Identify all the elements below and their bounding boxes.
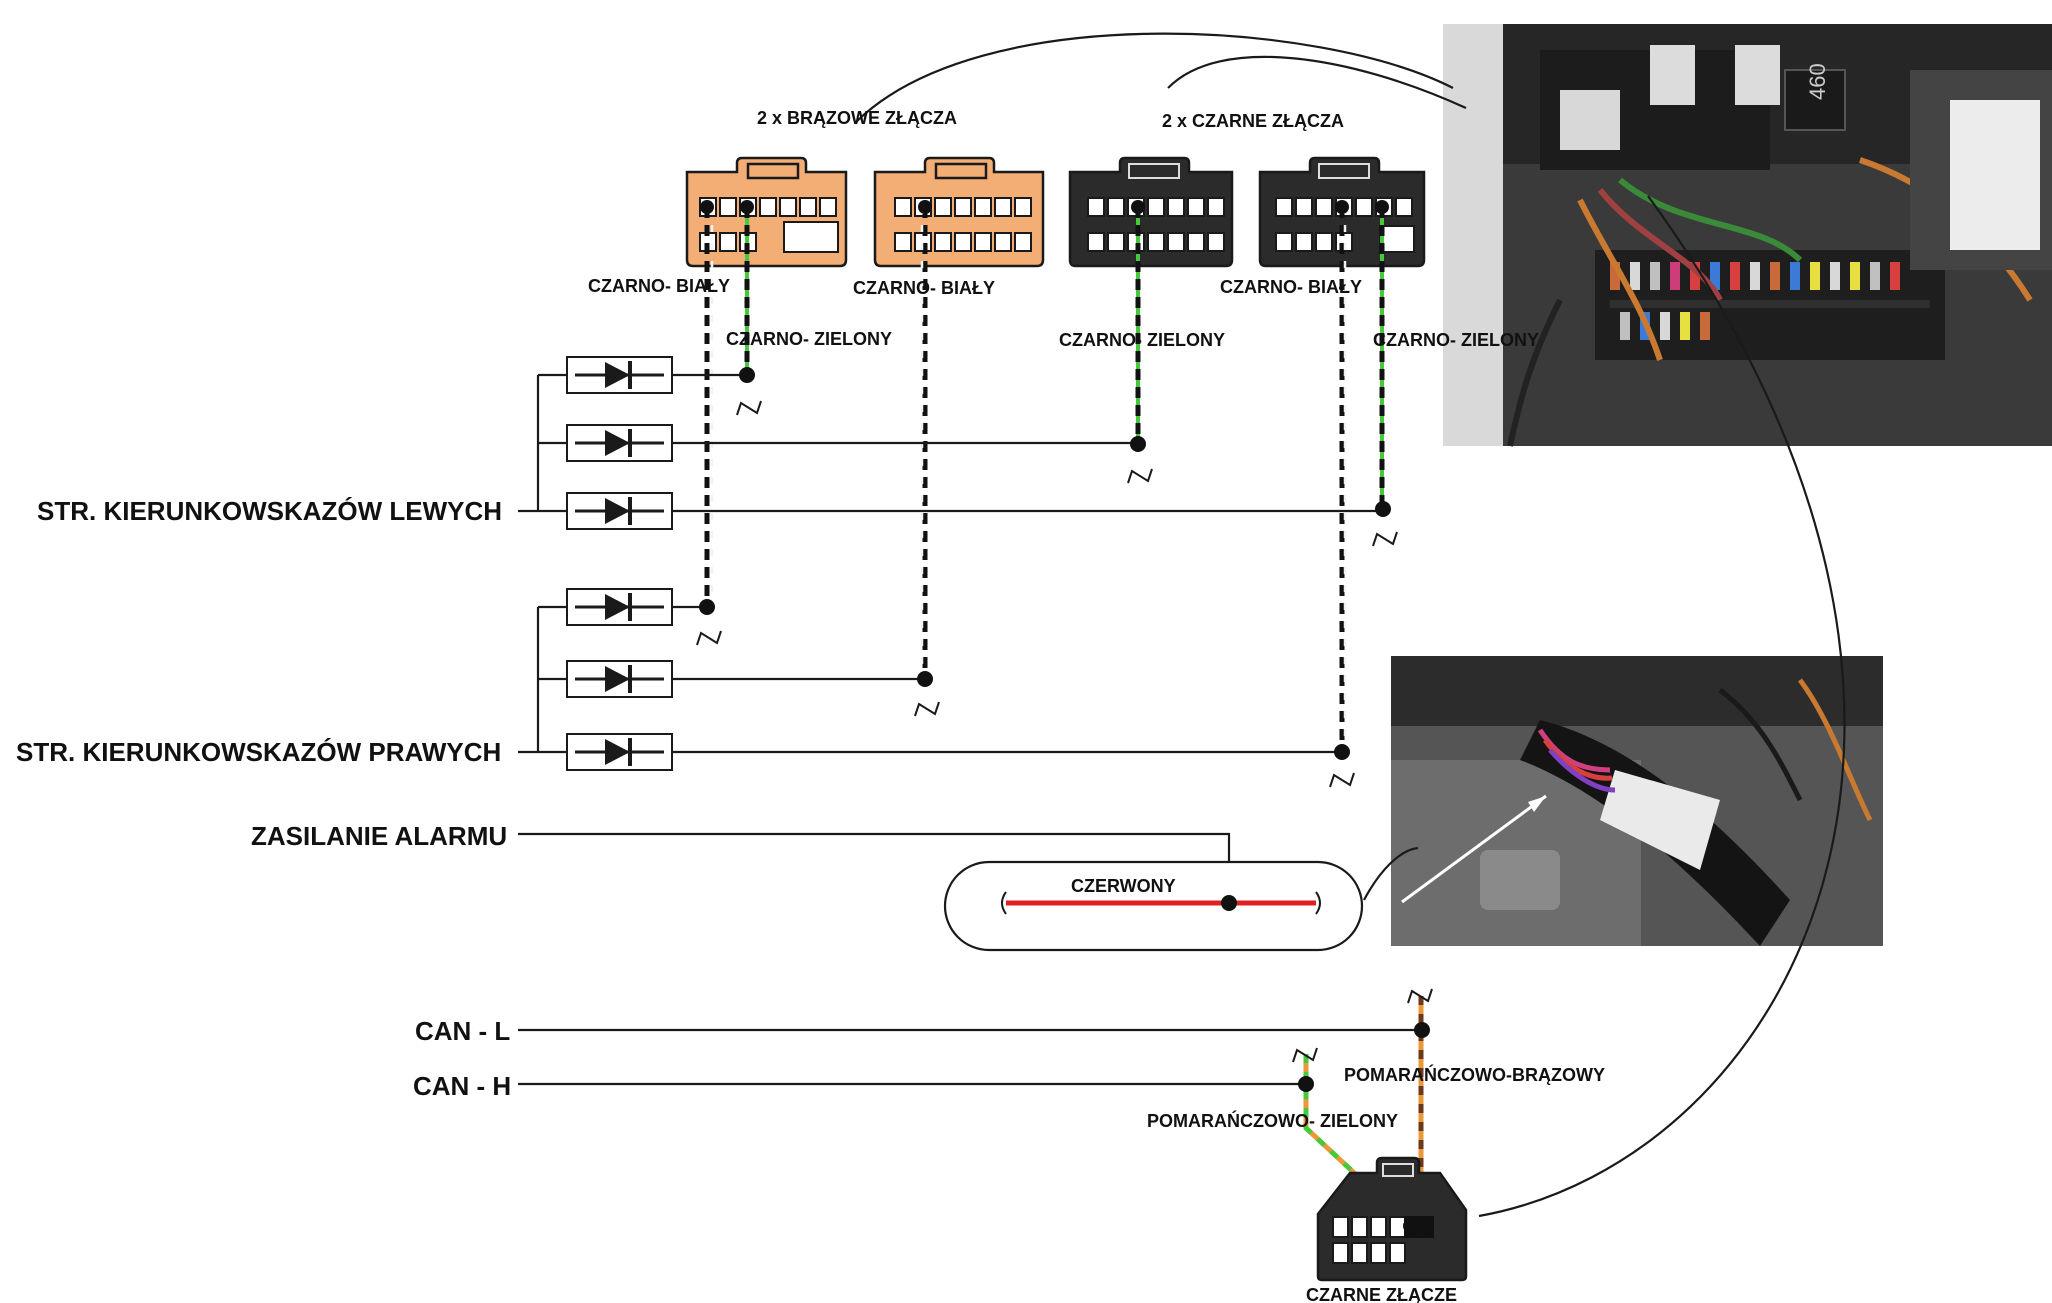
bottom-black-connector [1316, 1156, 1468, 1282]
diode-left-1 [566, 356, 673, 394]
wire-label-can-h: POMARAŃCZOWO- ZIELONY [1147, 1110, 1398, 1131]
wiring-harness-photo [1391, 656, 1883, 946]
wire-label-b1-green: CZARNO- ZIELONY [726, 329, 892, 349]
right-turn-branches [672, 605, 1342, 754]
wire-b1-white [700, 200, 714, 606]
wire-label-k2-white: CZARNO- BIAŁY [1220, 277, 1362, 297]
leader-red-to-photo [1363, 846, 1419, 901]
leader-bottom-to-photo [1478, 195, 1846, 1218]
left-turn-bus [518, 373, 567, 513]
photo-arrow [1401, 794, 1547, 904]
leader-brown-to-photo [855, 32, 1454, 123]
wire-k1-green [1131, 200, 1145, 444]
diode-left-3 [566, 492, 673, 530]
left-turn-label: STR. KIERUNKOWSKAZÓW LEWYCH [37, 496, 502, 526]
leader-black-to-photo [1167, 55, 1467, 110]
fuse-row [1610, 262, 1930, 340]
harness-wires [1537, 678, 1873, 822]
wire-label-k1-green: CZARNO- ZIELONY [1059, 330, 1225, 350]
fuse-box-photo: 460 [1443, 24, 2052, 447]
wire-label-k2-green: CZARNO- ZIELONY [1373, 330, 1539, 350]
right-turn-label: STR. KIERUNKOWSKAZÓW PRAWYCH [16, 737, 501, 767]
black-connector-1 [1068, 156, 1234, 268]
relay-marking: 460 [1805, 63, 1830, 100]
bottom-connector-heading: CZARNE ZŁĄCZE [1306, 1285, 1457, 1303]
wire-label-b2-white: CZARNO- BIAŁY [853, 278, 995, 298]
can-h-label: CAN - H [413, 1071, 511, 1101]
brown-connectors-heading: 2 x BRĄZOWE ZŁĄCZA [757, 108, 957, 128]
wire-k2-green [1375, 200, 1389, 508]
wire-label-red: CZERWONY [1071, 876, 1176, 896]
wire-b2-white [918, 200, 932, 678]
alarm-power-label: ZASILANIE ALARMU [251, 821, 507, 851]
wire-b1-green [740, 200, 754, 375]
right-turn-taps [696, 599, 1355, 788]
wire-k2-white [1335, 200, 1349, 752]
photo-arrowhead [1528, 796, 1546, 812]
black-connectors-heading: 2 x CZARNE ZŁĄCZA [1162, 111, 1344, 131]
wire-label-can-l: POMARAŃCZOWO-BRĄZOWY [1344, 1064, 1605, 1085]
diode-left-2 [566, 424, 673, 462]
left-turn-branches [672, 373, 1382, 513]
can-l-label: CAN - L [415, 1016, 510, 1046]
red-wire-capsule [943, 860, 1364, 952]
right-turn-bus [518, 605, 567, 754]
wire-label-b1-white: CZARNO- BIAŁY [588, 276, 730, 296]
diode-right-3 [566, 733, 673, 771]
diode-right-1 [566, 588, 673, 626]
left-turn-taps [736, 367, 1398, 547]
diode-right-2 [566, 660, 673, 698]
brown-connector-2 [873, 156, 1045, 268]
leader-lines [855, 32, 1846, 1218]
